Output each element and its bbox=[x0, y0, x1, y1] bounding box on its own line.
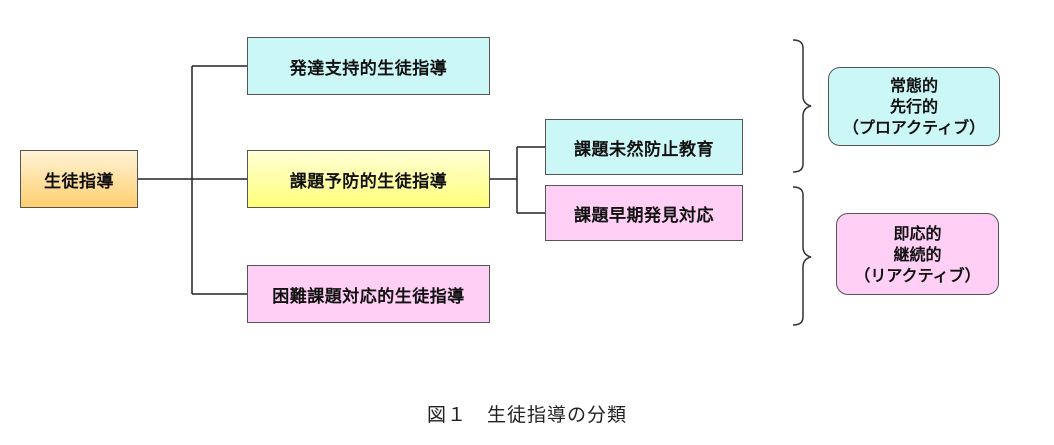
branch-node-preventive: 課題予防的生徒指導 bbox=[247, 150, 490, 208]
branch-label: 発達支持的生徒指導 bbox=[289, 58, 448, 79]
root-label: 生徒指導 bbox=[44, 171, 114, 192]
group-line-1: 常態的 bbox=[889, 76, 938, 95]
group-line-2: 継続的 bbox=[893, 244, 942, 264]
root-node: 生徒指導 bbox=[20, 150, 138, 208]
branch-node-developmental: 発達支持的生徒指導 bbox=[247, 37, 490, 95]
group-line-1: 即応的 bbox=[893, 223, 942, 243]
figure-caption: 図１ 生徒指導の分類 bbox=[426, 404, 627, 426]
group-line-3: （プロアクティブ） bbox=[842, 118, 986, 137]
group-line-3: （リアクティブ） bbox=[854, 265, 981, 285]
group-label-proactive: 常態的 先行的 （プロアクティブ） bbox=[828, 67, 1000, 146]
branch-label: 困難課題対応的生徒指導 bbox=[272, 286, 465, 307]
branch-node-difficult: 困難課題対応的生徒指導 bbox=[247, 265, 490, 323]
sub-label: 課題早期発見対応 bbox=[574, 205, 714, 226]
sub-node-prevention-education: 課題未然防止教育 bbox=[545, 119, 743, 175]
brace-lower bbox=[792, 186, 812, 326]
sub-node-early-detection: 課題早期発見対応 bbox=[545, 185, 743, 241]
brace-upper bbox=[792, 39, 812, 173]
group-label-reactive: 即応的 継続的 （リアクティブ） bbox=[836, 213, 999, 295]
branch-label: 課題予防的生徒指導 bbox=[289, 171, 448, 192]
sub-label: 課題未然防止教育 bbox=[574, 139, 714, 160]
group-line-2: 先行的 bbox=[889, 97, 938, 116]
